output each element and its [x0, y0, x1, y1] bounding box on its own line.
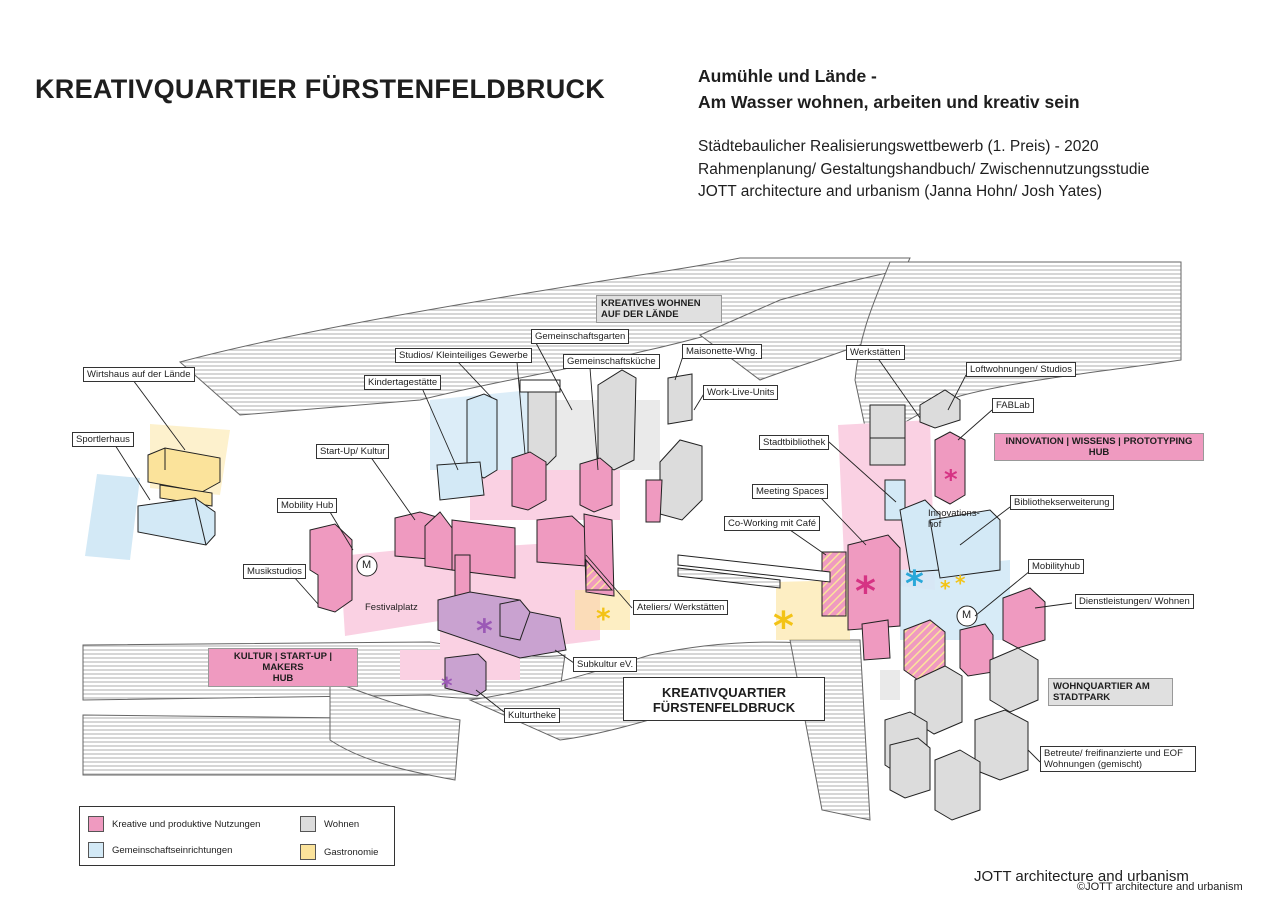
- label-musikstudios: Musikstudios: [243, 564, 306, 579]
- hub-stadtpark: WOHNQUARTIER AM STADTPARK: [1048, 678, 1173, 706]
- label-innovationshof: Innovations-hof: [928, 508, 980, 530]
- copyright: ©JOTT architecture and urbanism: [1077, 881, 1243, 893]
- legend-swatch-wohnen: [300, 816, 316, 832]
- label-sportlerhaus: Sportlerhaus: [72, 432, 134, 447]
- label-gemeinschaftskueche: Gemeinschaftsküche: [563, 354, 660, 369]
- label-loftwohnungen: Loftwohnungen/ Studios: [966, 362, 1076, 377]
- legend-label-wohnen: Wohnen: [324, 818, 360, 830]
- legend-label-kreativ: Kreative und produktive Nutzungen: [112, 818, 261, 830]
- hub-kreatives-wohnen: KREATIVES WOHNEN AUF DER LÄNDE: [596, 295, 722, 323]
- metro-label-right: M: [962, 609, 972, 621]
- credit: JOTT architecture and urbanism: [974, 868, 1189, 885]
- legend-swatch-kreativ: [88, 816, 104, 832]
- info-line-1: Städtebaulicher Realisierungswettbewerb …: [698, 138, 1099, 155]
- hub-kreatives-wohnen-line-2: AUF DER LÄNDE: [601, 309, 679, 320]
- buildings: [137, 369, 1046, 821]
- metro-marker-left: [356, 555, 378, 577]
- hof-asterisk-1: *: [940, 576, 951, 600]
- hub-kreatives-wohnen-line-1: KREATIVES WOHNEN: [601, 298, 701, 309]
- metro-markers: [356, 555, 978, 627]
- label-stadtbibliothek: Stadtbibliothek: [759, 435, 830, 450]
- label-subkultur: Subkultur eV.: [573, 657, 638, 672]
- highlight-asterisks: * * * * * * * * *: [441, 465, 966, 699]
- meeting-asterisk: *: [855, 569, 876, 615]
- label-gemeinschaftsgarten: Gemeinschaftsgarten: [531, 329, 630, 344]
- subkultur-asterisk: *: [476, 612, 493, 650]
- label-bibliothekserweiterung: Bibliothekserweiterung: [1010, 495, 1114, 510]
- legend-item-gemeinschaft: Gemeinschaftseinrichtungen: [88, 842, 232, 858]
- kulturtheke-asterisk: *: [441, 674, 453, 699]
- subtitle-line-1: Aumühle und Lände -: [698, 66, 877, 86]
- hub-innovation: INNOVATION | WISSENS | PROTOTYPING HUB: [994, 433, 1204, 461]
- innovation-asterisk: *: [905, 564, 924, 605]
- ateliers-asterisk: *: [596, 602, 611, 635]
- cafe-asterisk: *: [773, 604, 794, 650]
- metro-label-left: M: [362, 559, 372, 571]
- label-mobility-hub: Mobility Hub: [277, 498, 338, 513]
- legend-item-kreativ: Kreative und produktive Nutzungen: [88, 816, 260, 832]
- label-startup-kultur: Start-Up/ Kultur: [316, 444, 390, 459]
- hub-kultur: KULTUR | START-UP | MAKERS HUB: [208, 648, 358, 687]
- label-fablab: FABLab: [992, 398, 1034, 413]
- legend-swatch-gastronomie: [300, 844, 316, 860]
- label-studios-gewerbe: Studios/ Kleinteiliges Gewerbe: [395, 348, 532, 363]
- label-wirtshaus: Wirtshaus auf der Lände: [83, 367, 195, 382]
- label-kindertagesstaette: Kindertagestätte: [364, 375, 442, 390]
- label-ateliers: Ateliers/ Werkstätten: [633, 600, 729, 615]
- label-co-working: Co-Working mit Café: [724, 516, 820, 531]
- legend-item-wohnen: Wohnen: [300, 816, 359, 832]
- legend-label-gastronomie: Gastronomie: [324, 846, 379, 858]
- legend-item-gastronomie: Gastronomie: [300, 844, 378, 860]
- hub-innovation-line-2: HUB: [1088, 447, 1110, 458]
- info-line-3: JOTT architecture and urbanism (Janna Ho…: [698, 183, 1103, 200]
- leader-lines: [114, 342, 1073, 763]
- hub-stadtpark-line-2: STADTPARK: [1053, 692, 1111, 703]
- subtitle-line-2: Am Wasser wohnen, arbeiten und kreativ s…: [698, 92, 1080, 112]
- page-title: KREATIVQUARTIER FÜRSTENFELDBRUCK: [35, 74, 606, 104]
- hof-asterisk-2: *: [955, 571, 966, 595]
- label-mobilityhub-right: Mobilityhub: [1028, 559, 1085, 574]
- legend-label-gemeinschaft: Gemeinschaftseinrichtungen: [112, 844, 233, 856]
- legend-swatch-gemeinschaft: [88, 842, 104, 858]
- bridge: [677, 554, 831, 589]
- hub-innovation-line-1: INNOVATION | WISSENS | PROTOTYPING: [1005, 436, 1193, 447]
- label-werkstaetten: Werkstätten: [846, 345, 905, 360]
- label-betreute-wohnungen: Betreute/ freifinanzierte und EOF Wohnun…: [1040, 746, 1196, 772]
- label-work-live: Work-Live-Units: [703, 385, 779, 400]
- hub-kultur-line-1: KULTUR | START-UP | MAKERS: [233, 651, 333, 673]
- legend: Kreative und produktive Nutzungen Gemein…: [79, 806, 395, 866]
- metro-marker-right: [956, 605, 978, 627]
- fablab-asterisk: *: [944, 465, 958, 495]
- info-line-2: Rahmenplanung/ Gestaltungshandbuch/ Zwis…: [698, 161, 1150, 178]
- label-dienstleistungen: Dienstleistungen/ Wohnen: [1075, 594, 1194, 609]
- hub-kultur-line-2: HUB: [272, 673, 294, 684]
- center-label-box: KREATIVQUARTIER FÜRSTENFELDBRUCK: [623, 677, 825, 721]
- label-festivalplatz: Festivalplatz: [365, 602, 418, 613]
- label-kulturtheke: Kulturtheke: [504, 708, 561, 723]
- label-meeting-spaces: Meeting Spaces: [752, 484, 829, 499]
- label-maisonette: Maisonette-Whg.: [682, 344, 762, 359]
- center-label-line-2: FÜRSTENFELDBRUCK: [652, 700, 796, 715]
- hub-stadtpark-line-1: WOHNQUARTIER AM: [1053, 681, 1150, 692]
- center-label-line-1: KREATIVQUARTIER: [662, 685, 786, 700]
